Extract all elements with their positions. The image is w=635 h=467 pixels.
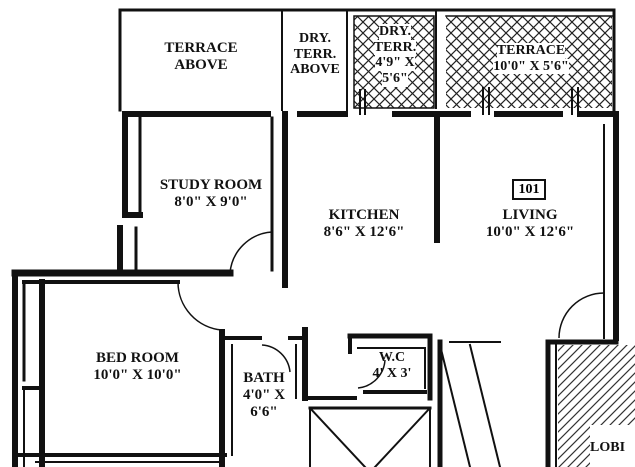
wc-line1: W.C	[378, 350, 406, 365]
living-line2: 10'0" X 12'6"	[485, 223, 575, 240]
study-room-line1: STUDY ROOM	[159, 177, 263, 193]
terrace-above-label: TERRACE ABOVE	[145, 40, 257, 74]
lobby-label: LOBI	[590, 440, 635, 456]
wc-label: W.C 4' X 3'	[362, 350, 422, 381]
terrace-label: TERRACE 10'0" X 5'6"	[472, 43, 590, 75]
study-room-line2: 8'0" X 9'0"	[174, 193, 248, 210]
bath-label: BATH 4'0" X 6'6"	[234, 370, 294, 420]
kitchen-line1: KITCHEN	[328, 207, 400, 223]
terrace-line1: TERRACE	[496, 43, 566, 59]
dry-terr-label: DRY. TERR. 4'9" X 5'6"	[360, 24, 430, 87]
living-line1: LIVING	[502, 207, 558, 223]
wc-line2: 4' X 3'	[372, 365, 412, 381]
kitchen-line2: 8'6" X 12'6"	[323, 223, 405, 240]
bath-line1: BATH	[243, 370, 285, 386]
bath-line2: 4'0" X	[242, 386, 286, 403]
lobby-line1: LOBI	[590, 440, 626, 455]
dry-terr-line3: 4'9" X	[375, 55, 415, 72]
bed-room-label: BED ROOM 10'0" X 10'0"	[75, 350, 200, 384]
dry-terr-line2: TERR.	[373, 39, 417, 56]
kitchen-label: KITCHEN 8'6" X 12'6"	[305, 207, 423, 241]
terrace-above-line1: TERRACE	[164, 40, 238, 56]
study-room-label: STUDY ROOM 8'0" X 9'0"	[146, 177, 276, 211]
dry-terr-line4: 5'6"	[382, 71, 408, 87]
bed-room-line2: 10'0" X 10'0"	[93, 366, 182, 383]
dry-terr-above-label: DRY. TERR. ABOVE	[284, 31, 346, 78]
terrace-line2: 10'0" X 5'6"	[493, 58, 569, 75]
bath-line3: 6'6"	[250, 403, 278, 420]
bed-room-line1: BED ROOM	[96, 350, 179, 366]
unit-number-tag: 101	[512, 179, 546, 200]
living-label: LIVING 10'0" X 12'6"	[470, 207, 590, 241]
dry-terr-above-line3: ABOVE	[290, 62, 340, 78]
dry-terr-above-line2: TERR.	[293, 46, 337, 62]
dry-terr-line1: DRY.	[378, 24, 412, 40]
dry-terr-above-line1: DRY.	[298, 31, 332, 46]
terrace-above-line2: ABOVE	[174, 56, 228, 73]
